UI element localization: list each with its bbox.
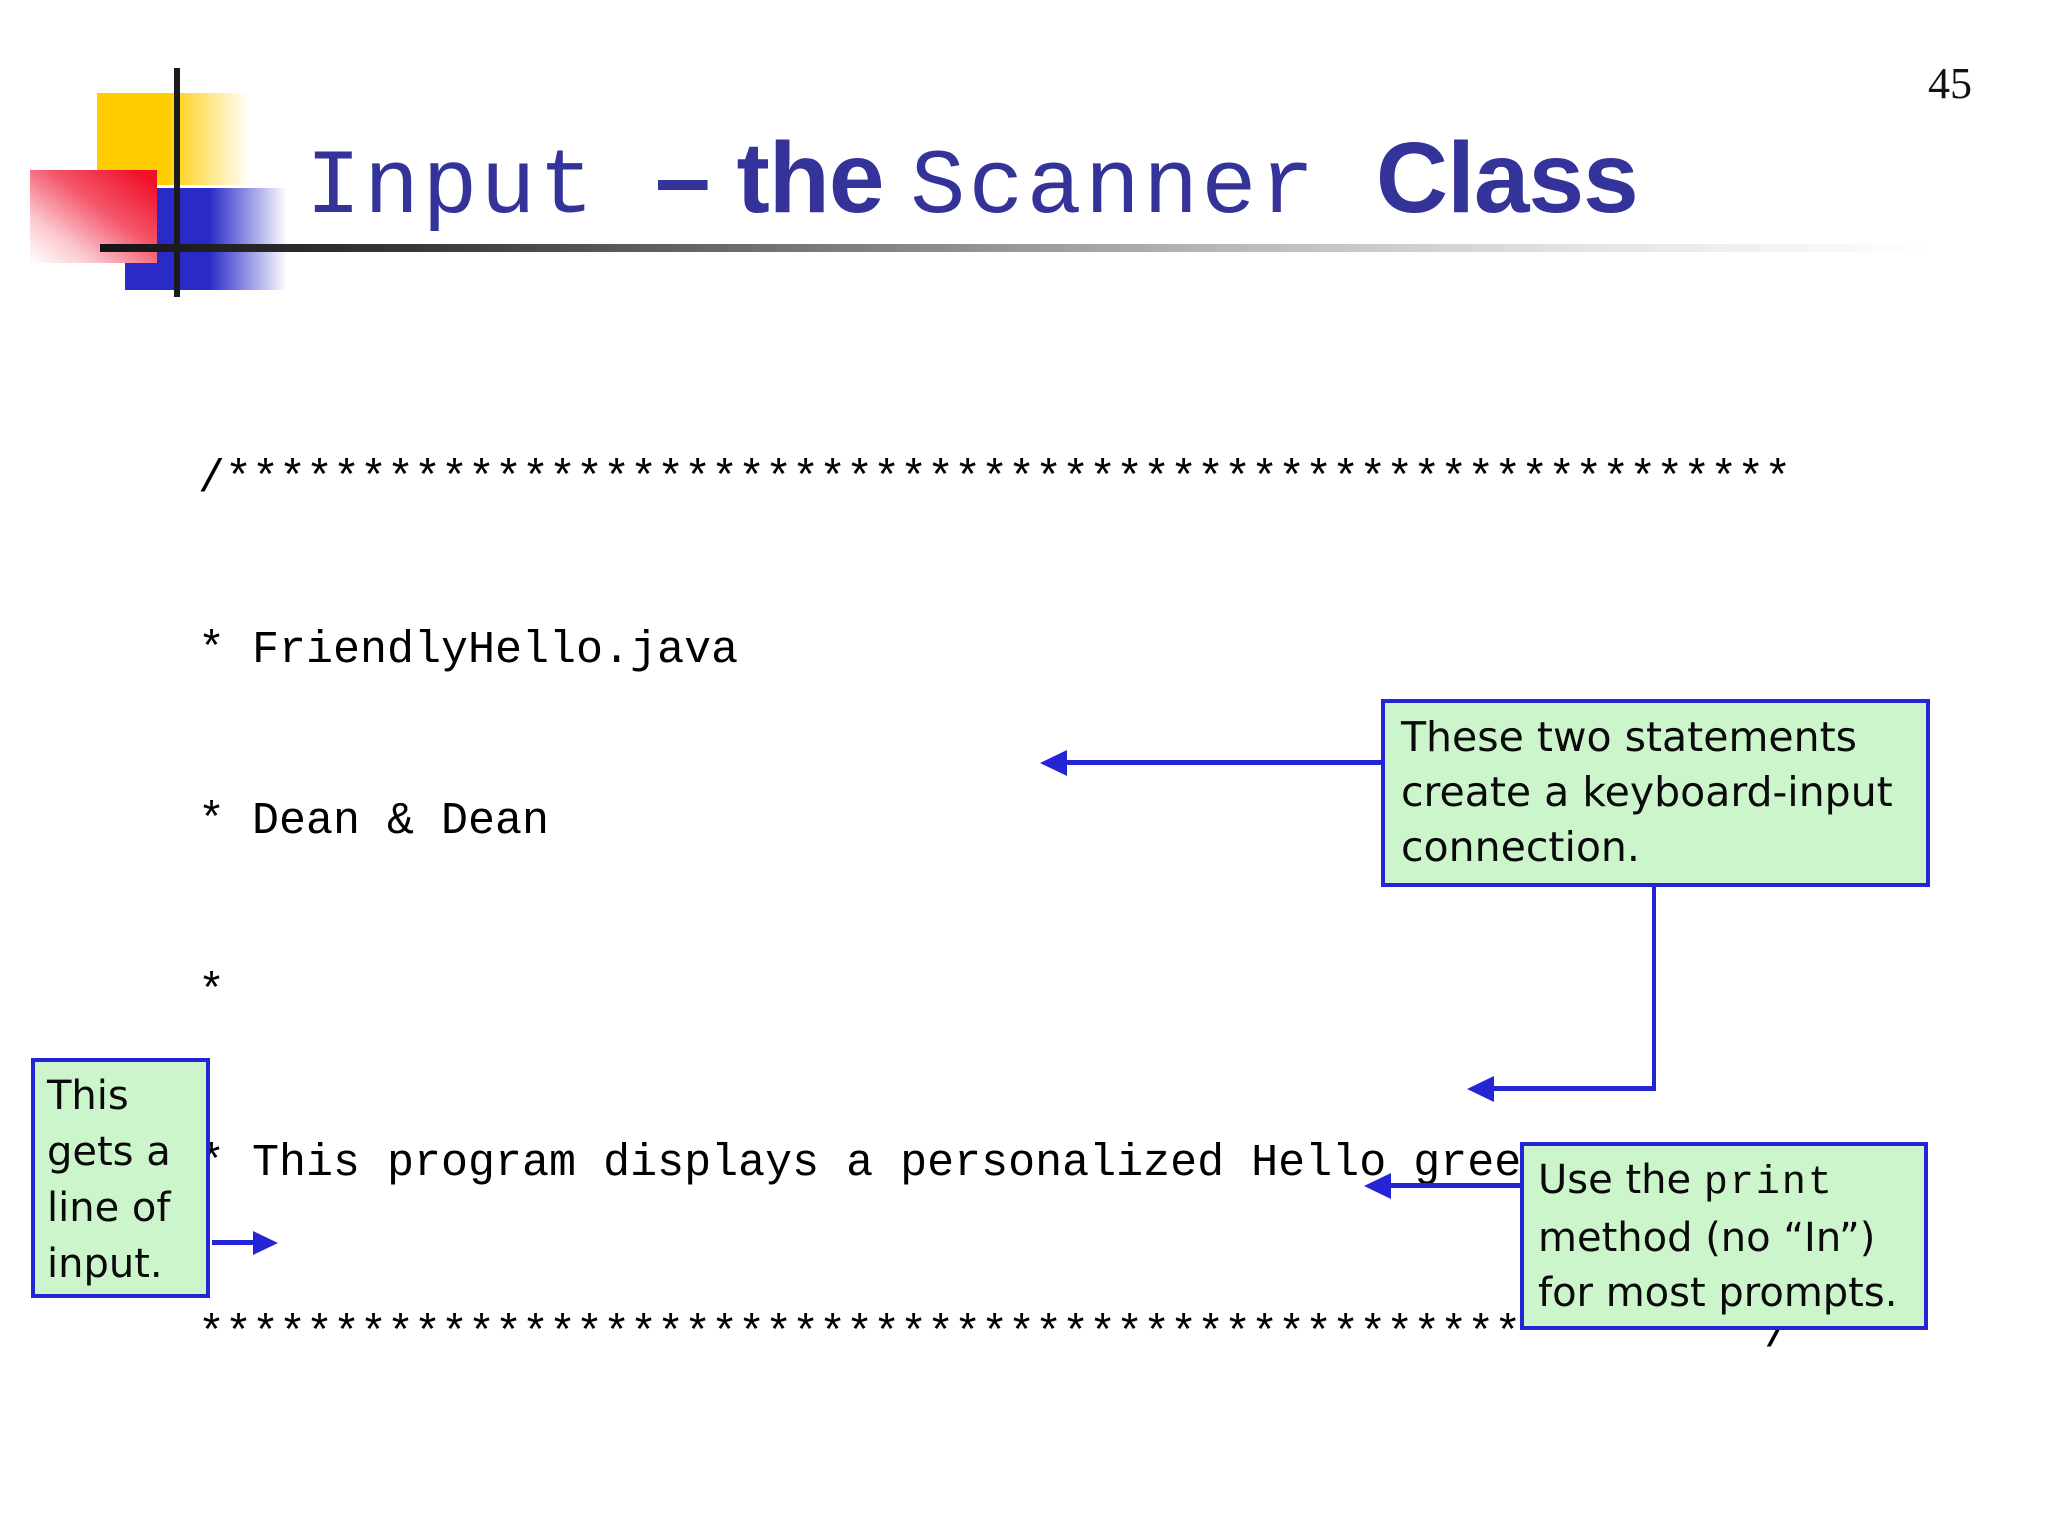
arrow-to-print-shaft <box>1390 1183 1520 1188</box>
decoration-yellow-square <box>97 93 250 185</box>
callout-print-method: Use the print method (no “In”) for most … <box>1520 1142 1928 1330</box>
callout-line: These two statements <box>1401 713 1858 761</box>
decoration-vertical-line <box>174 68 180 297</box>
callout-line: connection. <box>1401 823 1640 871</box>
arrow-to-print-head-icon <box>1364 1173 1391 1199</box>
code-line: * FriendlyHello.java <box>198 625 739 676</box>
arrow-to-nextline-head-icon <box>253 1231 278 1255</box>
arrow-to-scanner-vertical <box>1652 887 1656 1088</box>
callout-line: method (no “In”) <box>1538 1215 1876 1261</box>
page-title: Input – the Scanner Class <box>288 112 1639 250</box>
callout-line: for most prompts. <box>1538 1270 1898 1316</box>
code-line: /***************************************… <box>198 454 1792 505</box>
code-line: * Dean & Dean <box>198 796 550 847</box>
title-segment-class: Class <box>1375 122 1639 234</box>
callout-line: gets a <box>47 1129 171 1175</box>
page-number: 45 <box>1928 59 1972 108</box>
code-line: * <box>198 967 226 1018</box>
title-segment-scanner: Scanner <box>910 135 1376 240</box>
callout-gets-input: This gets a line of input. <box>31 1058 210 1298</box>
arrow-to-scanner-shaft <box>1493 1086 1656 1091</box>
callout-line: This <box>47 1073 129 1119</box>
title-segment-the: – the <box>655 122 911 234</box>
arrow-to-import-shaft <box>1066 760 1381 765</box>
code-block: /***************************************… <box>198 337 1791 1536</box>
title-underline-rule <box>100 244 1930 252</box>
code-line <box>198 1477 1791 1534</box>
arrow-to-nextline-shaft <box>212 1240 254 1245</box>
callout-line: line of <box>47 1185 171 1231</box>
arrow-to-import-head-icon <box>1040 750 1067 776</box>
callout-text: Use the <box>1538 1157 1704 1203</box>
callout-keyboard-input: These two statements create a keyboard-i… <box>1381 699 1930 887</box>
callout-line: create a keyboard-input <box>1401 768 1893 816</box>
callout-code-word: print <box>1703 1161 1834 1206</box>
callout-line: input. <box>47 1241 163 1287</box>
callout-line: Use the print <box>1538 1153 1910 1211</box>
arrow-to-scanner-head-icon <box>1467 1076 1494 1102</box>
title-segment-input: Input <box>305 135 656 240</box>
